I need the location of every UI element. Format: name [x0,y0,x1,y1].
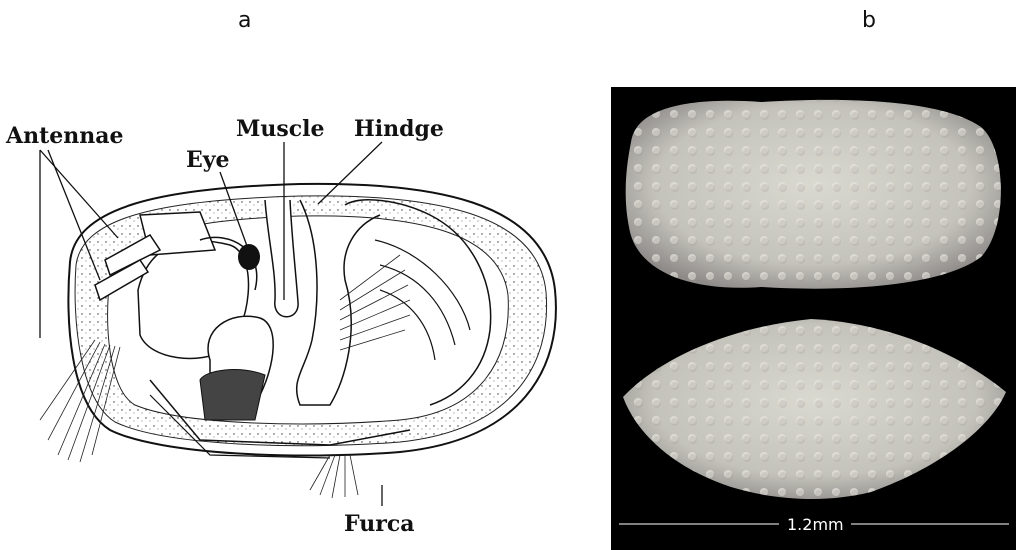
body-segment [297,200,380,405]
muscle-body [265,200,298,317]
panel-label-b: b [862,8,876,33]
label-muscle: Muscle [236,116,324,142]
scale-bar-label: 1.2mm [787,515,844,534]
label-furca: Furca [344,511,414,537]
specimen-dorsal-view [623,319,1006,499]
body-segment [380,290,435,360]
gill-plate [200,370,265,420]
specimen-lateral-view [626,100,1001,289]
label-eye: Eye [186,147,230,173]
ostracod-anatomy-drawing: Antennae Eye Muscle Hindge Furca [0,60,600,550]
specimen-photo: 1.2mm [611,87,1016,550]
body-segment [375,240,470,330]
scale-bar: 1.2mm [619,515,1009,534]
label-hinge: Hindge [354,116,444,142]
panel-label-a: a [238,8,251,33]
label-antennae: Antennae [5,123,123,149]
body-segment [380,265,455,345]
eye-spot [238,244,260,270]
